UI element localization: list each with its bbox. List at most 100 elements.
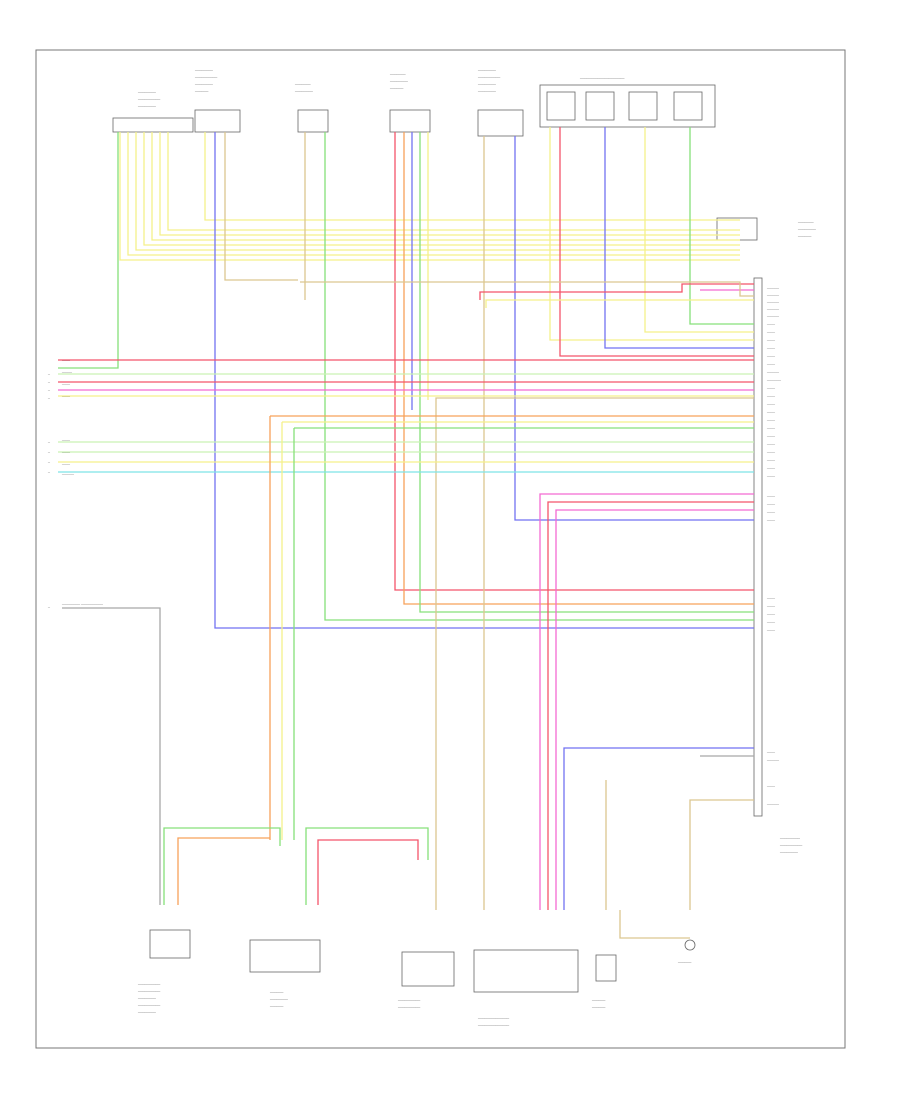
svg-text:____: ____ <box>766 473 776 477</box>
svg-text:______: ______ <box>797 232 812 237</box>
svg-text:__________: __________ <box>137 980 161 985</box>
svg-text:_: _ <box>47 439 51 443</box>
svg-text:____: ____ <box>766 385 776 389</box>
svg-text:______: ______ <box>269 1002 284 1007</box>
wires <box>58 127 754 939</box>
svg-text:__________: __________ <box>137 987 161 992</box>
svg-text:________: ________ <box>389 77 409 82</box>
svg-text:____: ____ <box>766 619 776 623</box>
svg-text:_: _ <box>47 371 51 375</box>
svg-text:____: ____ <box>766 611 776 615</box>
svg-text:____: ____ <box>766 501 776 505</box>
svg-text:__________: __________ <box>397 996 421 1001</box>
diagram-frame <box>35 49 846 1049</box>
right-pin-labels: ______ ______ ______ ______ ______ ____ … <box>766 285 782 805</box>
svg-text:____: ____ <box>766 353 776 357</box>
svg-text:__________: __________ <box>477 73 501 78</box>
svg-text:____: ____ <box>766 493 776 497</box>
svg-text:____: ____ <box>766 627 776 631</box>
svg-text:________: ________ <box>779 848 799 853</box>
svg-text:____: ____ <box>766 441 776 445</box>
svg-text:_______: _______ <box>294 80 311 85</box>
svg-text:______: ______ <box>591 996 606 1001</box>
svg-text:____: ____ <box>61 461 71 465</box>
svg-text:______: ______ <box>766 757 780 761</box>
svg-text:____: ____ <box>766 393 776 397</box>
svg-text:____: ____ <box>766 361 776 365</box>
svg-text:______________: ______________ <box>477 1014 510 1019</box>
svg-text:______: ______ <box>61 471 75 475</box>
svg-text:_____: _____ <box>61 369 73 373</box>
svg-text:____: ____ <box>61 437 71 441</box>
svg-text:____: ____ <box>61 381 71 385</box>
svg-text:____: ____ <box>766 449 776 453</box>
svg-text:________: ________ <box>294 87 314 92</box>
svg-text:_______: _______ <box>389 70 406 75</box>
svg-text:________: ________ <box>477 87 497 92</box>
svg-text:____: ____ <box>766 595 776 599</box>
svg-text:____: ____ <box>766 345 776 349</box>
svg-text:____: ____ <box>61 449 71 453</box>
bottom-connector-1: __________ __________ ________ _________… <box>137 929 191 1013</box>
svg-text:____: ____ <box>766 433 776 437</box>
svg-text:______: ______ <box>766 299 780 303</box>
bottom-right-sensor: ______ ______ <box>591 954 617 1008</box>
svg-text:_________: _________ <box>779 834 801 839</box>
bottom-connector-3: __________ __________ <box>397 951 455 1008</box>
svg-text:____: ____ <box>766 417 776 421</box>
svg-text:__________: __________ <box>194 73 218 78</box>
svg-text:_________ ___________: _________ ___________ <box>61 601 104 605</box>
svg-text:________: ________ <box>477 66 497 71</box>
svg-text:______: ______ <box>766 292 780 296</box>
svg-text:____: ____ <box>766 401 776 405</box>
svg-text:____: ____ <box>61 393 71 397</box>
svg-text:______: ______ <box>591 1003 606 1008</box>
svg-text:______: ______ <box>677 958 692 963</box>
top-connector-group-2: ________ __________ ________ ______ <box>194 66 241 133</box>
svg-text:______: ______ <box>194 87 209 92</box>
svg-text:______________: ______________ <box>477 1021 510 1026</box>
svg-text:____: ____ <box>766 337 776 341</box>
svg-text:_: _ <box>47 379 51 383</box>
svg-text:_______: _______ <box>797 218 814 223</box>
svg-text:____: ____ <box>766 409 776 413</box>
top-connector-group-1: ________ __________ ________ <box>112 88 194 133</box>
svg-text:____: ____ <box>766 329 776 333</box>
svg-text:________: ________ <box>137 994 157 999</box>
svg-text:______: ______ <box>269 988 284 993</box>
svg-text:______: ______ <box>389 84 404 89</box>
svg-text:____: ____ <box>766 783 776 787</box>
svg-text:____: ____ <box>766 425 776 429</box>
svg-text:____: ____ <box>766 749 776 753</box>
svg-text:____: ____ <box>61 357 71 361</box>
svg-text:__________: __________ <box>137 1001 161 1006</box>
svg-text:____________________: ____________________ <box>579 74 625 79</box>
svg-text:________: ________ <box>137 88 157 93</box>
svg-text:____: ____ <box>766 465 776 469</box>
svg-text:______: ______ <box>766 306 780 310</box>
svg-text:______: ______ <box>766 801 780 805</box>
svg-text:____: ____ <box>766 603 776 607</box>
top-right-relay-block: ____________________ <box>539 74 716 128</box>
svg-text:____: ____ <box>766 517 776 521</box>
svg-text:________: ________ <box>269 995 289 1000</box>
top-connector-group-3: _______ ________ <box>294 80 329 133</box>
svg-text:_: _ <box>47 459 51 463</box>
top-connector-group-5: ________ __________ ________ ________ <box>477 66 524 137</box>
svg-text:____: ____ <box>766 321 776 325</box>
svg-text:________: ________ <box>477 80 497 85</box>
svg-text:_: _ <box>47 395 51 399</box>
svg-text:____: ____ <box>766 509 776 513</box>
svg-text:__________: __________ <box>779 841 803 846</box>
ground-point-right: ______ <box>677 939 696 963</box>
bottom-connector-2: ______ ________ ______ <box>249 939 321 1007</box>
bottom-connector-4: ______________ ______________ <box>473 949 579 1026</box>
svg-text:_: _ <box>47 604 51 608</box>
top-connector-group-4: _______ ________ ______ <box>389 70 431 133</box>
svg-text:__________: __________ <box>137 95 161 100</box>
svg-text:________: ________ <box>797 225 817 230</box>
svg-text:_: _ <box>47 469 51 473</box>
svg-text:____: ____ <box>766 457 776 461</box>
svg-text:________: ________ <box>194 80 214 85</box>
